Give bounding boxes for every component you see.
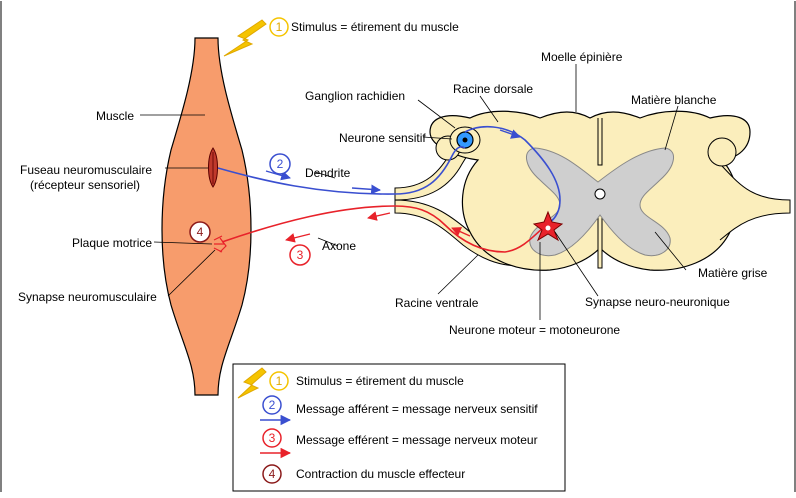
neuro-neuronal-synapse-label: Synapse neuro-neuronique xyxy=(585,295,730,309)
efferent-badge-number: 3 xyxy=(297,248,304,262)
afferent-badge-number: 2 xyxy=(277,157,284,171)
legend: 1 Stimulus = étirement du muscle 2 Messa… xyxy=(233,364,565,491)
axon-label: Axone xyxy=(322,239,356,253)
spinal-cord xyxy=(430,111,790,270)
stimulus-label: Stimulus = étirement du muscle xyxy=(291,20,459,34)
legend-item-2-number: 2 xyxy=(269,398,276,412)
legend-item-4-number: 4 xyxy=(269,467,276,481)
neuromuscular-synapse-label: Synapse neuromusculaire xyxy=(18,290,157,304)
ventral-root-label: Racine ventrale xyxy=(395,296,479,310)
legend-item-1-text: Stimulus = étirement du muscle xyxy=(296,374,464,388)
afferent-arrow-2 xyxy=(352,188,380,190)
motor-neuron-label: Neurone moteur = motoneurone xyxy=(449,323,620,337)
legend-item-4-text: Contraction du muscle effecteur xyxy=(296,467,465,481)
legend-item-3-text: Message efférent = message nerveux moteu… xyxy=(296,433,538,447)
muscle-label: Muscle xyxy=(96,109,134,123)
motor-endplate-label: Plaque motrice xyxy=(72,236,152,250)
dendrite-label: Dendrite xyxy=(305,166,351,180)
dorsal-root-label: Racine dorsale xyxy=(453,82,533,96)
muscle-shape xyxy=(162,38,251,395)
contraction-badge-number: 4 xyxy=(197,225,204,239)
spindle-label-line1: Fuseau neuromusculaire xyxy=(20,163,152,177)
legend-item-3-number: 3 xyxy=(269,431,276,445)
efferent-arrow-1 xyxy=(368,213,390,218)
legend-item-1-number: 1 xyxy=(276,374,283,388)
stimulus-badge-number: 1 xyxy=(276,20,283,34)
efferent-arrow-3 xyxy=(286,234,310,240)
spinal-cord-label: Moelle épinière xyxy=(541,50,623,64)
white-matter-label: Matière blanche xyxy=(631,93,717,107)
grey-matter-label: Matière grise xyxy=(698,266,768,280)
ganglion-label: Ganglion rachidien xyxy=(305,89,405,103)
legend-item-2-text: Message afférent = message nerveux sensi… xyxy=(296,402,538,416)
lightning-bolt-icon xyxy=(224,20,266,56)
spindle-label-line2: (récepteur sensoriel) xyxy=(30,178,140,192)
sensory-neuron-label: Neurone sensitif xyxy=(339,131,426,145)
